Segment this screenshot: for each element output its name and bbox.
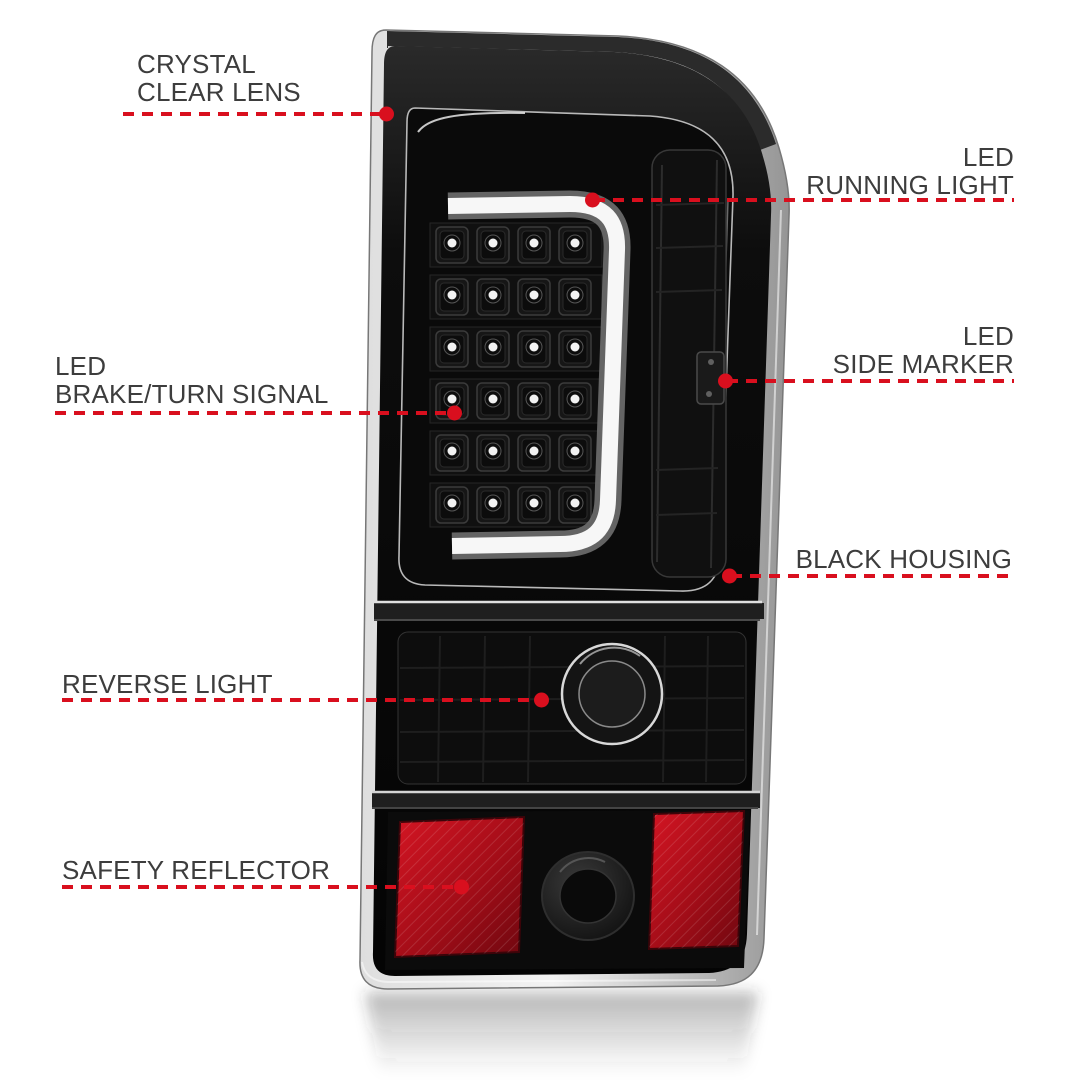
label-crystal-clear-lens: CRYSTAL CLEAR LENS [137, 50, 301, 106]
label-line: RUNNING LIGHT [806, 170, 1014, 200]
floor-reflection [365, 992, 758, 1074]
label-line: REVERSE LIGHT [62, 669, 273, 699]
lens-top-highlight [417, 111, 526, 133]
callout-led-side-marker [718, 373, 1014, 389]
callout-dot-safety-reflector [454, 879, 469, 895]
label-reverse-light: REVERSE LIGHT [62, 670, 273, 698]
divider-band-lower [372, 790, 760, 809]
divider-band-upper [374, 600, 764, 621]
label-line: BLACK HOUSING [795, 544, 1012, 574]
callout-led-brake-turn-signal [55, 405, 462, 421]
reverse-light-section [397, 631, 747, 785]
callout-crystal-clear-lens [123, 106, 394, 122]
callout-dot-black-housing [722, 568, 737, 584]
callout-dot-reverse-light [534, 692, 549, 708]
callout-dot-led-running-light [585, 192, 600, 208]
chrome-left-highlight [356, 69, 369, 951]
chrome-bottom-highlight [361, 961, 717, 984]
callout-dot-led-side-marker [718, 373, 733, 389]
top-cap [387, 31, 776, 150]
label-led-side-marker: LED SIDE MARKER [833, 322, 1014, 378]
callout-dot-led-brake-turn-signal [447, 405, 462, 421]
label-line: LED [962, 142, 1014, 172]
label-led-running-light: LED RUNNING LIGHT [806, 143, 1014, 199]
callout-led-running-light [585, 192, 1014, 208]
side-panel [651, 149, 727, 578]
callout-black-housing [722, 568, 1012, 584]
label-safety-reflector: SAFETY REFLECTOR [62, 856, 330, 884]
label-line: CRYSTAL [137, 49, 256, 79]
label-led-brake-turn-signal: LED BRAKE/TURN SIGNAL [55, 352, 329, 408]
label-line: SIDE MARKER [832, 349, 1014, 379]
label-line: BRAKE/TURN SIGNAL [55, 379, 329, 409]
safety-reflector-section [385, 809, 750, 970]
callout-reverse-light [62, 692, 549, 708]
label-line: LED [55, 351, 107, 381]
label-black-housing: BLACK HOUSING [796, 545, 1012, 573]
callout-dot-crystal-clear-lens [379, 106, 394, 122]
callout-safety-reflector [62, 879, 469, 895]
label-line: SAFETY REFLECTOR [62, 855, 331, 885]
label-line: CLEAR LENS [137, 77, 301, 107]
label-line: LED [962, 321, 1014, 351]
chrome-right-highlight [756, 209, 782, 936]
